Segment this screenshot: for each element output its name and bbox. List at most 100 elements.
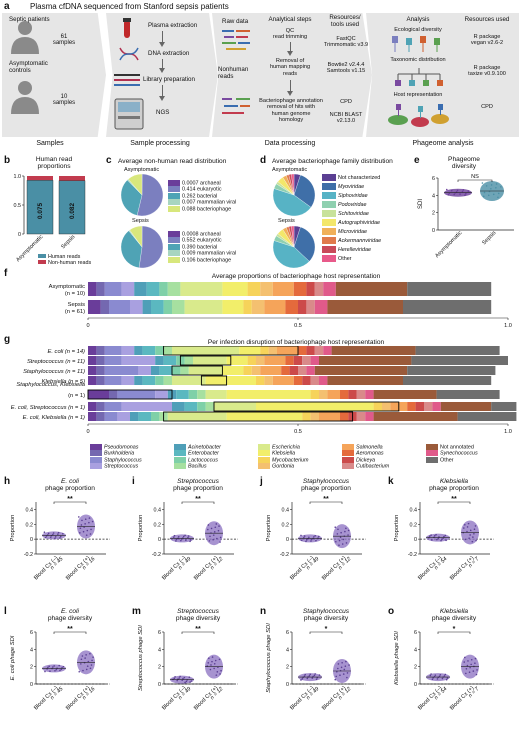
g-segment [424,402,432,411]
b-data-label: 0.082 [69,203,76,219]
g-segment [403,376,491,385]
violin-point [340,537,342,539]
violin-ytick-label: 0.2 [26,522,34,528]
e-point [497,196,499,198]
violin-point [179,676,181,678]
violin-point [302,678,304,680]
legend-swatch [322,210,336,217]
legend-swatch [174,457,186,463]
pie-d-sepsis [270,224,318,270]
f-segment [248,282,261,296]
violin-point [56,669,58,671]
violin-point [89,517,91,519]
f-segment [185,300,223,314]
violin-point [219,659,221,661]
g-segment [365,412,373,421]
g-segment [96,376,104,385]
violin-point [81,658,83,660]
g-segment [348,390,356,399]
g-segment [281,366,289,375]
violin-point [80,527,82,529]
panel-f-label: f [4,268,7,279]
legend-swatch [168,231,180,237]
violin-point [467,660,469,662]
b-category-label: Asymptomatic [15,234,44,263]
violin-ytick-label: 4 [30,647,33,653]
g-segment [96,346,104,355]
violin-point [184,677,186,679]
violin-point [219,541,221,543]
g-xtick-label: 0.5 [294,429,302,435]
violin-ytick-label: 2 [158,665,161,671]
g-segment [206,376,256,385]
violin-point [91,664,93,666]
g-segment [260,366,281,375]
samples-footer: Samples [2,140,98,147]
g-segment [164,356,177,365]
b-ytick-label: 1.0 [14,174,22,180]
violin-ytick-label: 0.4 [154,507,162,513]
e-point [463,189,465,191]
title-italic: Staphylococcus [303,478,349,485]
violin-point [81,524,83,526]
violin-point [474,662,476,664]
violin-point [90,533,92,535]
violin-point [475,540,477,542]
tools-qc: FastQC Trimmomatic v3.9 [322,36,370,49]
analysis-header: Analysis [388,16,448,23]
violin-point [60,536,62,538]
violin-point [176,680,178,682]
g-segment [311,356,319,365]
violin-point [473,533,475,535]
g-segment [117,412,130,421]
title-italic: Klebsiella [440,478,468,485]
b-legend-swatch-nonhuman [38,260,46,264]
violin-ytick-label: 0 [286,537,289,543]
violin-point [472,536,474,538]
violin-point [44,531,46,533]
nonhuman-reads-label: Nonhuman reads [218,66,248,80]
violin-point [175,540,177,542]
violin-point [435,674,437,676]
title-rest: phage diversity [432,615,476,622]
legend-swatch [174,450,186,456]
g-segment [306,366,314,375]
violin-point [178,536,180,538]
g-segment [311,390,319,399]
control-label: Asymptomatic controls [9,60,79,74]
violin-point [447,677,449,679]
violin-point [184,535,186,537]
g-segment [172,346,239,355]
violin-point [45,537,47,539]
sequencer-icon [114,98,144,130]
panel-a-header: Plasma cfDNA sequenced from Stanford sep… [30,2,229,11]
title-italic: Klebsiella [440,608,468,615]
f-segment [151,300,164,314]
violin-point [315,540,317,542]
violin-point [92,521,94,523]
g-segment [96,402,104,411]
g-segment [374,412,458,421]
g-segment [130,412,138,421]
f-segment [101,300,109,314]
g-segment [151,366,159,375]
violin-point [207,662,209,664]
violin-point [345,527,347,529]
legend-text: Autographiviridae [338,220,380,226]
violin-point [348,530,350,532]
violin-point [308,536,310,538]
g-segment [302,376,310,385]
g-segment [227,390,311,399]
violin-point [63,666,65,668]
violin-ytick-label: 2 [30,665,33,671]
violin-point [176,539,178,541]
legend-swatch [322,192,336,199]
violin-point [314,673,316,675]
f-row-n: (n = 61) [65,309,85,315]
g-segment [315,366,407,375]
panel-e-title: Phageome diversity [428,156,500,170]
g-segment [285,356,293,365]
e-sig-bracket [458,180,492,182]
violin-point [339,674,341,676]
